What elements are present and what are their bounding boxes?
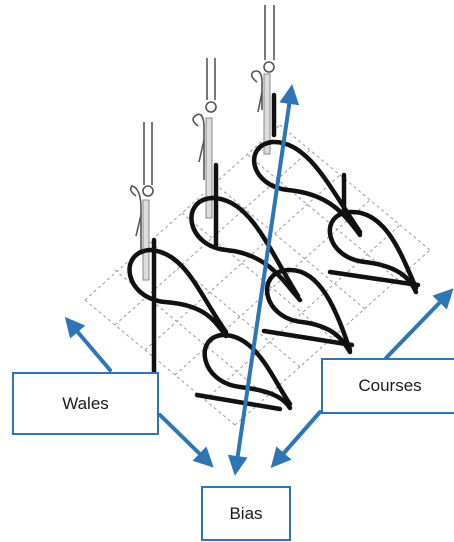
wales-arrow-up — [64, 316, 112, 372]
arrows — [64, 84, 454, 476]
bias-arrow — [227, 84, 300, 476]
bias-label: Bias — [229, 503, 263, 523]
courses-label-box: Courses — [321, 358, 454, 414]
latch-needle-icon — [250, 5, 275, 155]
courses-arrow-up — [384, 288, 454, 360]
bias-label-box: Bias — [201, 486, 291, 541]
latch-needle-icon — [192, 58, 217, 219]
wales-arrow-down — [158, 413, 214, 468]
wales-label: Wales — [62, 393, 109, 413]
latch-needle-icon — [129, 122, 154, 281]
wales-label-box: Wales — [12, 372, 159, 435]
courses-label: Courses — [358, 376, 422, 395]
courses-arrow-down — [270, 410, 322, 469]
